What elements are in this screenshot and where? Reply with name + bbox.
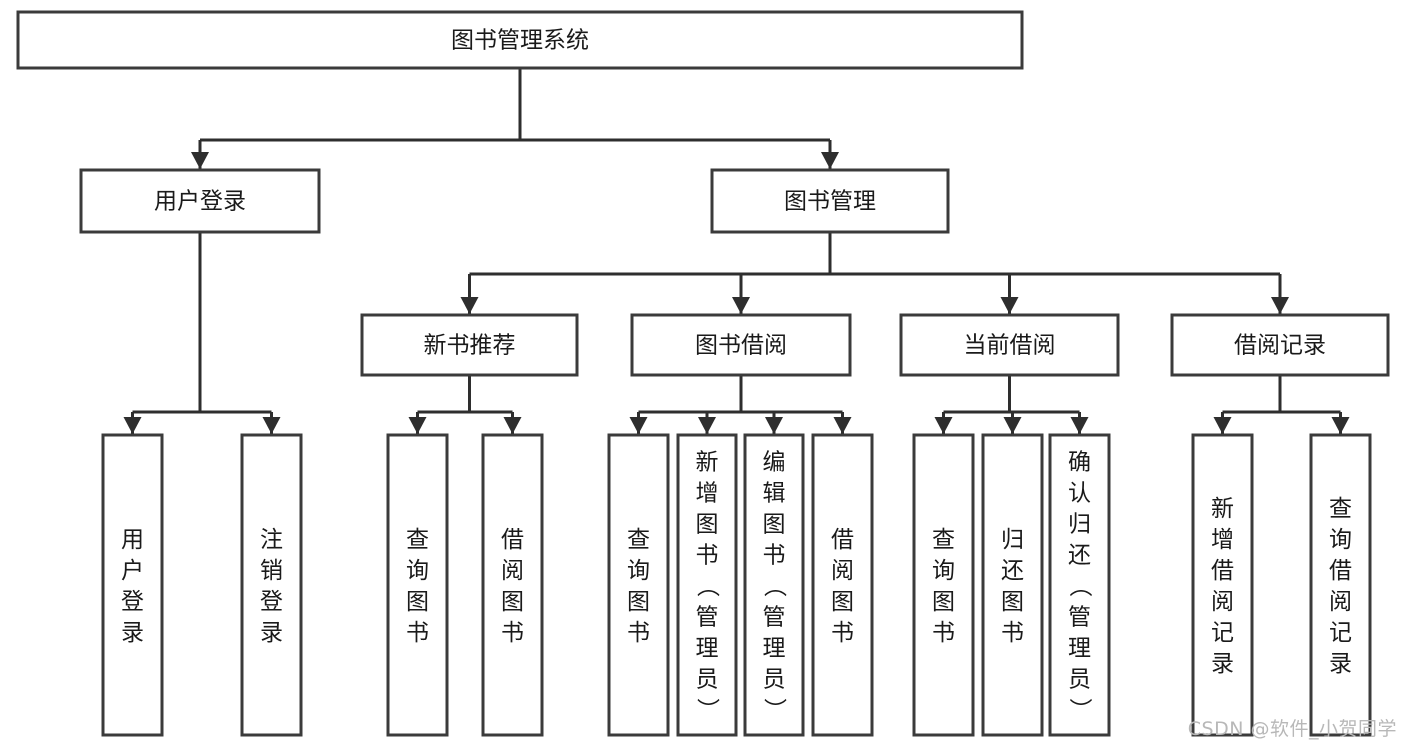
nodes-layer: 图书管理系统用户登录图书管理新书推荐图书借阅当前借阅借阅记录用户登录注销登录查询… xyxy=(16,10,1390,737)
arrowhead-icon xyxy=(460,297,479,314)
edges-layer xyxy=(123,68,1350,434)
node-box xyxy=(1191,433,1254,737)
node-label: 图书借阅 xyxy=(695,333,787,359)
arrowhead-icon xyxy=(629,417,648,434)
arrowhead-icon xyxy=(1331,417,1350,434)
node-label: 新增图书（管理员） xyxy=(696,450,721,724)
arrowhead-icon xyxy=(503,417,522,434)
node-label: 借阅图书 xyxy=(501,527,524,646)
arrowhead-icon xyxy=(1213,417,1232,434)
connector-login-to-leaves xyxy=(123,232,281,434)
node-label: 当前借阅 xyxy=(964,333,1056,359)
node-leaf-新增图书管理员[interactable]: 新增图书（管理员） xyxy=(676,433,738,737)
node-label: 查询借阅记录 xyxy=(1329,496,1352,677)
node-box xyxy=(710,168,950,234)
node-box xyxy=(630,313,852,377)
node-box xyxy=(811,433,874,737)
node-label: 查询图书 xyxy=(627,527,650,646)
connector-root-to-level2 xyxy=(191,68,839,169)
arrowhead-icon xyxy=(408,417,427,434)
node-label: 图书管理系统 xyxy=(451,28,589,54)
node-box xyxy=(481,433,544,737)
node-box xyxy=(899,313,1120,377)
node-label: 注销登录 xyxy=(260,527,283,646)
arrowhead-icon xyxy=(934,417,953,434)
node-label: 用户登录 xyxy=(121,527,144,646)
node-level3-新书推荐[interactable]: 新书推荐 xyxy=(360,313,579,377)
node-label: 用户登录 xyxy=(154,189,246,215)
node-leaf-注销登录[interactable]: 注销登录 xyxy=(240,433,303,737)
node-box xyxy=(607,433,670,737)
node-box xyxy=(912,433,975,737)
connector-l3-图书借阅 xyxy=(629,375,852,434)
node-label: 借阅图书 xyxy=(831,527,854,646)
connector-l3-借阅记录 xyxy=(1213,375,1350,434)
connector-books-to-level3 xyxy=(460,232,1289,314)
node-leaf-借阅图书[interactable]: 借阅图书 xyxy=(811,433,874,737)
arrowhead-icon xyxy=(821,152,839,169)
node-label: 图书管理 xyxy=(784,189,876,215)
node-label: 新增借阅记录 xyxy=(1211,496,1234,677)
node-label: 新书推荐 xyxy=(424,333,516,359)
node-leaf-查询图书[interactable]: 查询图书 xyxy=(386,433,449,737)
node-label: 编辑图书（管理员） xyxy=(763,450,788,724)
node-level3-当前借阅[interactable]: 当前借阅 xyxy=(899,313,1120,377)
arrowhead-icon xyxy=(1003,417,1022,434)
arrowhead-icon xyxy=(191,152,209,169)
connector-l3-当前借阅 xyxy=(934,375,1089,434)
connector-l3-新书推荐 xyxy=(408,375,522,434)
node-leaf-查询图书[interactable]: 查询图书 xyxy=(607,433,670,737)
node-label: 确认归还（管理员） xyxy=(1068,450,1093,724)
arrowhead-icon xyxy=(1070,417,1089,434)
node-leaf-编辑图书管理员[interactable]: 编辑图书（管理员） xyxy=(743,433,805,737)
node-box xyxy=(386,433,449,737)
node-box xyxy=(1309,433,1372,737)
node-leaf-查询图书[interactable]: 查询图书 xyxy=(912,433,975,737)
arrowhead-icon xyxy=(1271,297,1289,314)
node-box xyxy=(743,433,805,737)
node-leaf-归还图书[interactable]: 归还图书 xyxy=(981,433,1044,737)
arrowhead-icon xyxy=(698,417,716,434)
arrowhead-icon xyxy=(123,417,142,434)
arrowhead-icon xyxy=(833,417,852,434)
node-level3-图书借阅[interactable]: 图书借阅 xyxy=(630,313,852,377)
node-label: 归还图书 xyxy=(1001,527,1024,646)
node-box xyxy=(360,313,579,377)
node-label: 借阅记录 xyxy=(1234,333,1326,359)
arrowhead-icon xyxy=(262,417,281,434)
node-box xyxy=(240,433,303,737)
node-level2-用户登录[interactable]: 用户登录 xyxy=(79,168,321,234)
node-leaf-新增借阅记录[interactable]: 新增借阅记录 xyxy=(1191,433,1254,737)
node-level3-借阅记录[interactable]: 借阅记录 xyxy=(1170,313,1390,377)
node-box xyxy=(1170,313,1390,377)
node-box xyxy=(1048,433,1111,737)
node-label: 查询图书 xyxy=(932,527,955,646)
arrowhead-icon xyxy=(732,297,750,314)
node-root-图书管理系统[interactable]: 图书管理系统 xyxy=(16,10,1024,70)
node-leaf-借阅图书[interactable]: 借阅图书 xyxy=(481,433,544,737)
node-box xyxy=(79,168,321,234)
node-label: 查询图书 xyxy=(406,527,429,646)
arrowhead-icon xyxy=(1000,297,1019,314)
node-box xyxy=(676,433,738,737)
node-leaf-用户登录[interactable]: 用户登录 xyxy=(101,433,164,737)
node-box xyxy=(16,10,1024,70)
arrowhead-icon xyxy=(765,417,783,434)
watermark-label: CSDN @软件_小贺同学 xyxy=(1187,718,1397,740)
node-box xyxy=(101,433,164,737)
node-leaf-查询借阅记录[interactable]: 查询借阅记录 xyxy=(1309,433,1372,737)
node-leaf-确认归还管理员[interactable]: 确认归还（管理员） xyxy=(1048,433,1111,737)
node-box xyxy=(981,433,1044,737)
node-level2-图书管理[interactable]: 图书管理 xyxy=(710,168,950,234)
